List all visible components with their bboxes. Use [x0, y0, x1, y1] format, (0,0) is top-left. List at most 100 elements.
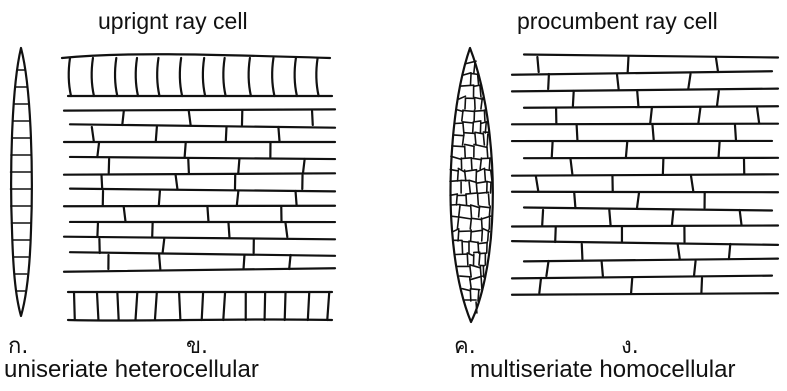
multiseriate-cell-wall — [465, 170, 477, 172]
multiseriate-cell-wall — [466, 194, 467, 205]
multiseriate-cell-wall — [476, 302, 477, 313]
procumbent-cell-wall — [626, 142, 627, 157]
multiseriate-cell-wall — [461, 158, 471, 159]
multiseriate-cell-wall — [478, 290, 479, 301]
multiseriate-cell-wall — [467, 254, 468, 265]
procumbent-cell-wall — [735, 125, 736, 140]
procumbent-cell-wall — [188, 159, 189, 173]
multiseriate-cell-wall — [478, 243, 487, 244]
multiseriate-ray-tangential — [450, 48, 493, 322]
procumbent-cell-wall — [542, 210, 543, 225]
procumbent-cell-wall — [628, 57, 629, 72]
multiseriate-cell-wall — [451, 216, 458, 217]
procumbent-row-wall — [512, 89, 778, 92]
procumbent-cell-wall — [237, 191, 238, 205]
procumbent-row-wall — [512, 174, 778, 175]
upright-cell-wall — [157, 58, 159, 96]
multiseriate-cell-wall — [485, 170, 491, 171]
multiseriate-cell-wall — [478, 194, 479, 205]
upright-cell-wall — [308, 292, 309, 320]
procumbent-cell-wall — [278, 127, 279, 141]
multiseriate-cell-wall — [469, 182, 470, 193]
procumbent-cell-wall — [536, 176, 538, 191]
procumbent-cell-wall — [698, 108, 700, 123]
procumbent-cell-wall — [571, 159, 573, 174]
procumbent-cell-wall — [159, 255, 160, 269]
procumbent-row-wall — [64, 109, 335, 110]
homocellular-ray-radial — [512, 55, 778, 295]
multiseriate-cell-wall — [470, 266, 471, 277]
multiseriate-cell-wall — [487, 134, 488, 145]
upright-cell-wall — [203, 58, 205, 96]
procumbent-cell-wall — [101, 175, 102, 189]
procumbent-cell-wall — [729, 244, 730, 259]
procumbent-cell-wall — [303, 159, 305, 173]
procumbent-cell-wall — [289, 255, 290, 269]
multiseriate-cell-wall — [484, 110, 485, 121]
procumbent-cell-wall — [701, 278, 702, 293]
procumbent-cell-wall — [552, 142, 553, 157]
upright-cell-wall — [117, 292, 118, 320]
procumbent-cell-wall — [757, 108, 759, 123]
multiseriate-cell-wall — [465, 144, 474, 146]
procumbent-row-wall — [512, 241, 778, 245]
multiseriate-cell-wall — [469, 180, 476, 182]
multiseriate-cell-wall — [458, 170, 459, 181]
procumbent-cell-wall — [637, 91, 638, 106]
multiseriate-cell-wall — [463, 111, 475, 112]
upright-cell-wall — [327, 292, 329, 320]
procumbent-cell-wall — [537, 57, 538, 72]
procumbent-cell-wall — [717, 91, 719, 106]
procumbent-cell-wall — [691, 176, 693, 191]
procumbent-row-wall — [512, 226, 778, 227]
multiseriate-cell-wall — [489, 206, 490, 217]
procumbent-cell-wall — [740, 210, 742, 225]
upright-cell-wall — [223, 292, 225, 320]
procumbent-cell-wall — [285, 223, 287, 237]
upright-cell-wall — [115, 58, 117, 96]
procumbent-cell-wall — [672, 210, 673, 225]
procumbent-cell-wall — [602, 261, 603, 276]
multiseriate-cell-wall — [482, 230, 483, 241]
multiseriate-cell-wall — [471, 158, 472, 169]
procumbent-row-wall — [70, 124, 335, 127]
procumbent-row-wall — [512, 293, 778, 295]
upright-cell-wall — [285, 292, 286, 320]
procumbent-cell-wall — [652, 125, 653, 140]
procumbent-cell-wall — [296, 191, 297, 205]
multiseriate-cell-wall — [465, 98, 466, 109]
procumbent-cell-wall — [555, 227, 556, 242]
multiseriate-cell-wall — [473, 122, 474, 133]
procumbent-cell-wall — [312, 111, 313, 125]
procumbent-row-wall — [524, 259, 778, 262]
multiseriate-cell-wall — [452, 146, 465, 147]
caption-uniseriate-heterocellular: uniseriate heterocellular — [4, 356, 259, 384]
multiseriate-cell-wall — [485, 170, 486, 181]
procumbent-cell-wall — [678, 244, 680, 259]
procumbent-cell-wall — [573, 91, 574, 106]
procumbent-row-wall — [64, 173, 335, 174]
procumbent-cell-wall — [159, 191, 160, 205]
procumbent-cell-wall — [631, 278, 632, 293]
upright-cell-wall — [272, 58, 274, 96]
multiseriate-cell-wall — [453, 229, 459, 232]
procumbent-cell-wall — [97, 143, 99, 157]
multiseriate-cell-wall — [471, 206, 472, 217]
upright-cell-wall — [136, 58, 138, 96]
multiseriate-cell-wall — [459, 206, 460, 217]
procumbent-cell-wall — [97, 223, 98, 237]
procumbent-row-wall — [64, 237, 335, 240]
multiseriate-cell-wall — [461, 85, 474, 86]
multiseriate-cell-wall — [478, 74, 479, 85]
multiseriate-cell-wall — [471, 158, 481, 160]
multiseriate-cell-wall — [460, 276, 470, 277]
procumbent-cell-wall — [238, 159, 239, 173]
procumbent-cell-wall — [609, 210, 610, 225]
multiseriate-cell-wall — [457, 218, 458, 229]
multiseriate-cell-wall — [480, 206, 491, 207]
multiseriate-cell-wall — [460, 205, 471, 206]
procumbent-cell-wall — [185, 143, 186, 157]
heterocellular-ray-radial — [62, 54, 335, 320]
multiseriate-cell-wall — [457, 110, 463, 112]
